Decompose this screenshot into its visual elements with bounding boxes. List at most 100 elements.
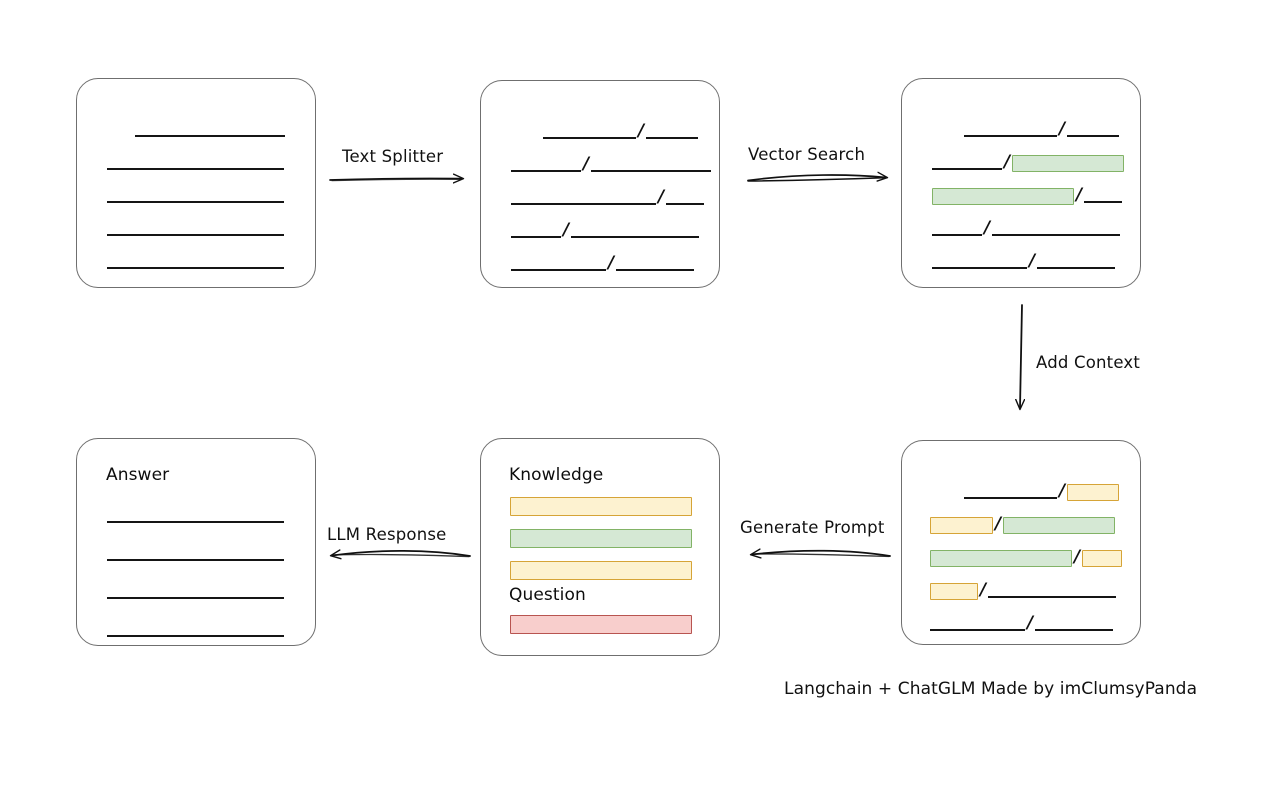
doc-row [107,507,284,525]
text-line-segment [932,234,982,236]
chunk-separator-slash: / [583,153,590,174]
box-context-chunks[interactable]: / / / / / [901,440,1141,645]
text-line-segment [1037,267,1116,269]
box-answer[interactable]: Answer [76,438,316,646]
chunk-highlight-green[interactable] [1003,516,1116,534]
answer-label: Answer [106,465,170,485]
knowledge-bar-3[interactable] [510,561,692,580]
doc-row: / [511,219,700,240]
text-line-segment [932,168,1002,170]
chunk-separator-slash: / [1074,546,1081,567]
chunk-highlight-green[interactable] [1012,154,1125,172]
text-line-segment [107,635,284,637]
doc-row: / [932,151,1125,172]
text-line-segment [107,267,284,269]
text-line-segment [107,521,284,523]
text-line-segment [107,234,284,236]
doc-row [135,121,285,139]
question-bar-1[interactable] [510,615,692,634]
text-line-segment [107,559,284,561]
text-line-segment [511,236,561,238]
chunk-separator-slash: / [1076,184,1083,205]
text-line-segment [1067,135,1120,137]
chunk-highlight-yellow[interactable] [1082,549,1123,567]
chunk-separator-slash: / [1004,151,1011,172]
footer-credit: Langchain + ChatGLM Made by imClumsyPand… [784,679,1198,699]
text-line-segment [107,201,284,203]
doc-row [107,187,284,205]
chunk-separator-slash: / [1029,250,1036,271]
chunk-separator-slash: / [638,120,645,141]
box-matched-chunks[interactable]: / / / / / [901,78,1141,288]
chunk-highlight-green[interactable] [930,549,1072,567]
chunk-separator-slash: / [1027,612,1034,633]
chunk-highlight-yellow[interactable] [1067,483,1120,501]
text-line-segment [992,234,1121,236]
text-line-segment [964,497,1057,499]
text-line-segment [964,135,1057,137]
chunk-separator-slash: / [563,219,570,240]
box-source-document[interactable] [76,78,316,288]
doc-row [107,545,284,563]
arrow-label-vector-search: Vector Search [748,145,866,164]
doc-row: / [511,186,705,207]
arrow-label-generate-prompt: Generate Prompt [740,518,885,537]
box-split-chunks[interactable]: / / / / / [480,80,720,288]
chunk-separator-slash: / [995,513,1002,534]
text-line-segment [988,596,1117,598]
doc-row [107,154,284,172]
doc-row: / [932,184,1123,205]
text-line-segment [107,168,284,170]
text-line-segment [543,137,636,139]
chunk-highlight-yellow[interactable] [930,516,993,534]
doc-row: / [511,153,712,174]
text-line-segment [1084,201,1123,203]
arrow-llm-response [332,551,471,557]
text-line-segment [666,203,705,205]
knowledge-bar-1[interactable] [510,497,692,516]
chunk-separator-slash: / [608,252,615,273]
text-line-segment [107,597,284,599]
text-line-segment [932,267,1027,269]
text-line-segment [1035,629,1114,631]
knowledge-bar-2[interactable] [510,529,692,548]
chunk-separator-slash: / [658,186,665,207]
arrow-add-context [1020,304,1022,408]
box-prompt[interactable]: Knowledge Question [480,438,720,656]
doc-row: / [930,579,1117,600]
doc-row: / [543,120,699,141]
doc-row: / [930,513,1116,534]
doc-row: / [930,546,1123,567]
doc-row: / [964,480,1120,501]
arrow-text-splitter [329,178,462,180]
arrow-label-llm-response: LLM Response [327,525,447,544]
chunk-separator-slash: / [984,217,991,238]
doc-row [107,220,284,238]
text-line-segment [930,629,1025,631]
doc-row [107,583,284,601]
text-line-segment [571,236,700,238]
text-line-segment [511,170,581,172]
doc-row: / [932,250,1116,271]
chunk-separator-slash: / [1059,118,1066,139]
text-line-segment [646,137,699,139]
arrow-generate-prompt [752,551,891,557]
doc-row [107,621,284,639]
prompt-knowledge-label: Knowledge [509,465,604,485]
doc-row: / [930,612,1114,633]
doc-row [107,253,284,271]
text-line-segment [591,170,712,172]
chunk-separator-slash: / [1059,480,1066,501]
chunk-highlight-yellow[interactable] [930,582,978,600]
arrow-label-text-splitter: Text Splitter [342,147,444,166]
text-line-segment [135,135,285,137]
arrow-label-add-context: Add Context [1036,353,1141,372]
chunk-highlight-green[interactable] [932,187,1074,205]
chunk-separator-slash: / [980,579,987,600]
text-line-segment [511,269,606,271]
arrow-vector-search [747,175,886,181]
text-line-segment [616,269,695,271]
doc-row: / [932,217,1121,238]
prompt-question-label: Question [509,585,586,605]
